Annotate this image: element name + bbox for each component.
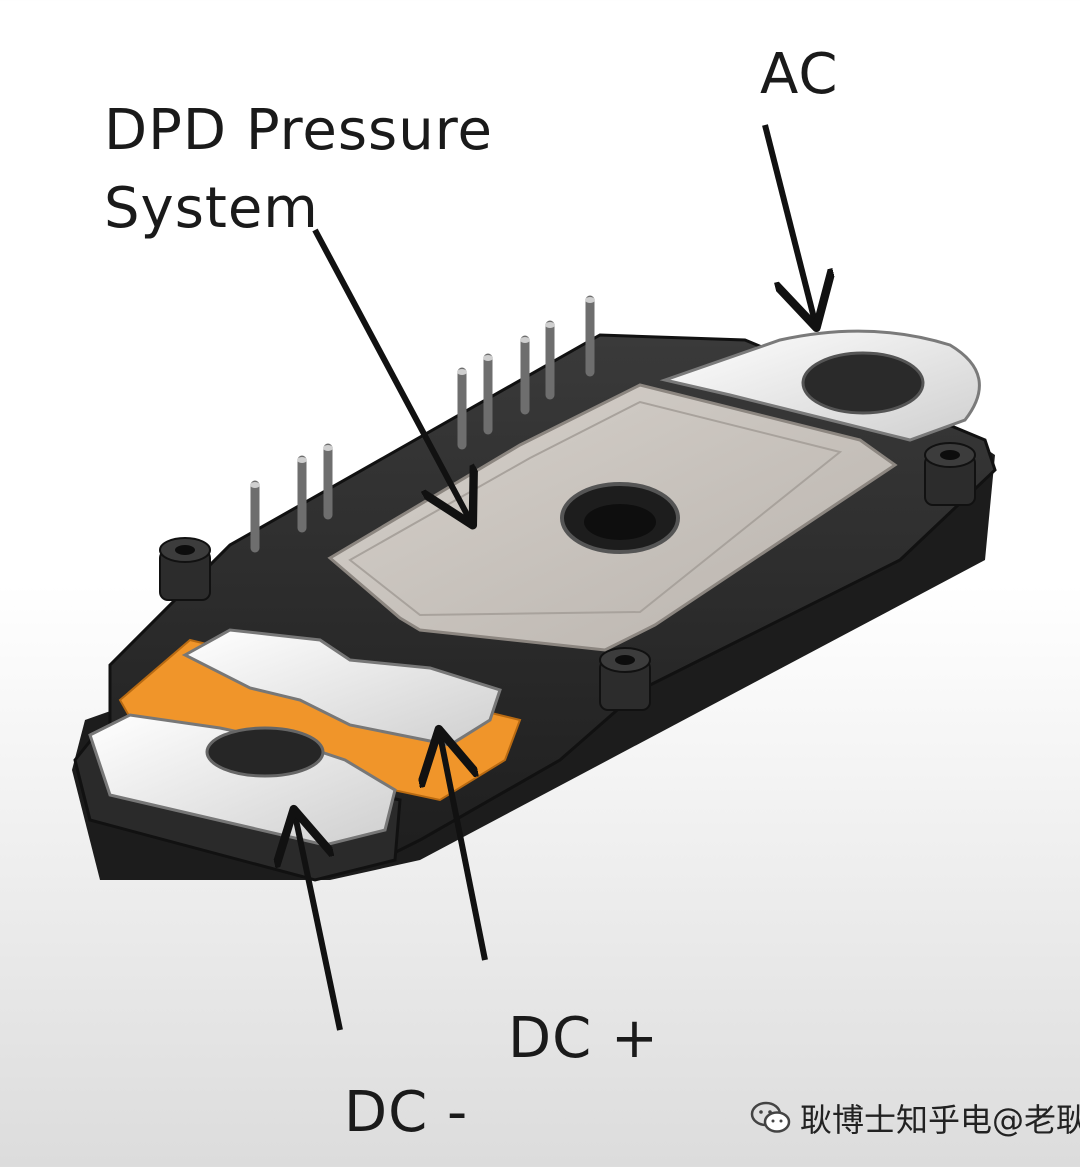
mounting-post-right-back xyxy=(924,442,976,506)
ac-terminal-hole xyxy=(801,351,925,415)
plate-inner-groove xyxy=(348,400,843,617)
watermark: 耿博士知乎电@老耿 xyxy=(750,1096,1080,1140)
mounting-post-left xyxy=(159,537,211,601)
label-ac: AC xyxy=(760,42,839,107)
watermark-text: 耿博士知乎电@老耿 xyxy=(800,1101,1080,1139)
label-dc-plus: DC + xyxy=(508,1006,659,1071)
dc-plus-terminal xyxy=(181,628,502,747)
label-dpd-line2: System xyxy=(104,176,319,241)
label-dc-minus: DC - xyxy=(344,1080,469,1145)
label-dpd-pressure-system: DPD Pressure System xyxy=(104,92,493,248)
dc-minus-terminal-hole xyxy=(205,726,325,778)
arrow-dc-plus xyxy=(440,735,488,961)
arrow-ac xyxy=(762,124,815,322)
plate-center-hole-inner xyxy=(584,504,656,540)
label-dpd-line1: DPD Pressure xyxy=(104,98,493,163)
arrow-dc-minus xyxy=(295,815,343,1031)
mounting-post-right-front xyxy=(599,647,651,711)
wechat-icon xyxy=(750,1101,791,1133)
arrow-dpd xyxy=(312,228,470,520)
signal-pins xyxy=(250,295,595,553)
signal-pin-tips xyxy=(250,297,595,488)
